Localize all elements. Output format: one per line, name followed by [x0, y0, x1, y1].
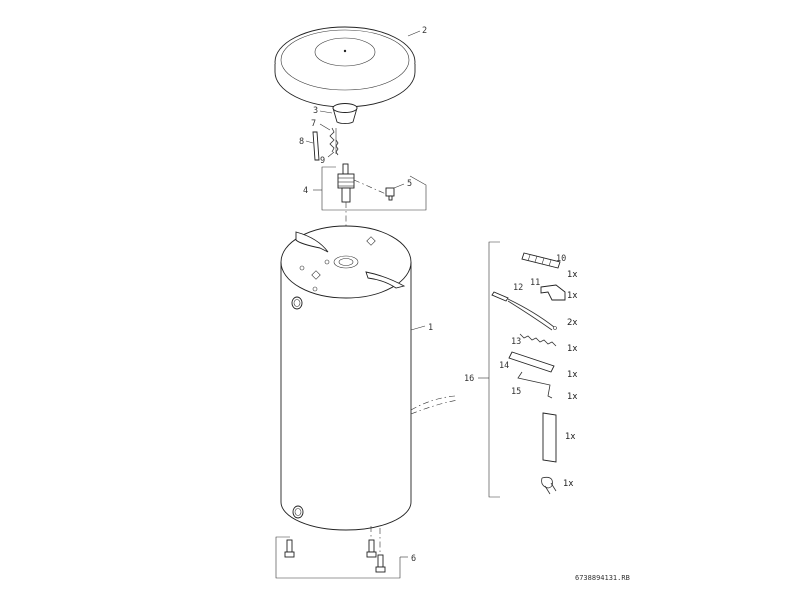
nut-part: [385, 187, 395, 201]
qty-10: 1x: [567, 270, 577, 280]
qty-11: 1x: [567, 291, 577, 301]
top-cover-lid: [274, 26, 416, 108]
plug-part: [332, 103, 358, 125]
callout-7: 7: [311, 119, 316, 129]
sensor-rod-part: [312, 131, 320, 161]
qty-strip: 1x: [565, 432, 575, 442]
callout-2: 2: [422, 26, 427, 36]
callout-5: 5: [407, 179, 412, 189]
tank-body: [280, 225, 459, 531]
kit-item-insulation-strip: [542, 412, 557, 463]
callout-11: 11: [530, 278, 540, 288]
qty-tie: 1x: [563, 479, 573, 489]
callout-8: 8: [299, 137, 304, 147]
callout-3: 3: [313, 106, 318, 116]
callout-1: 1: [428, 323, 433, 333]
kit-item-13-spring: [519, 333, 557, 347]
adjustable-foot: [375, 554, 386, 573]
drawing-reference-code: 6738894131.RB: [575, 574, 630, 582]
accessory-kit-bracket: [478, 241, 500, 498]
callout-6: 6: [411, 554, 416, 564]
kit-item-cable-tie: [541, 476, 557, 495]
kit-item-15-wire: [517, 371, 553, 399]
callout-15: 15: [511, 387, 521, 397]
callout-12: 12: [513, 283, 523, 293]
kit-item-11-clamp: [540, 284, 566, 301]
kit-item-12-sensor: [491, 291, 557, 331]
qty-12: 2x: [567, 318, 577, 328]
kit-item-10-strip: [521, 252, 561, 269]
kit-item-14-plate: [508, 351, 555, 373]
adjustable-foot: [366, 539, 377, 558]
anode-assembly-bracket: [321, 166, 427, 211]
callout-9: 9: [320, 156, 325, 166]
callout-4: 4: [303, 186, 308, 196]
feet-bracket: [275, 536, 408, 579]
qty-15: 1x: [567, 392, 577, 402]
callout-16: 16: [464, 374, 474, 384]
anode-part: [337, 163, 355, 203]
callout-13: 13: [511, 337, 521, 347]
callout-14: 14: [499, 361, 509, 371]
callout-10: 10: [556, 254, 566, 264]
qty-13: 1x: [567, 344, 577, 354]
adjustable-foot: [284, 539, 295, 558]
qty-14: 1x: [567, 370, 577, 380]
spring-clip-part: [329, 127, 339, 156]
